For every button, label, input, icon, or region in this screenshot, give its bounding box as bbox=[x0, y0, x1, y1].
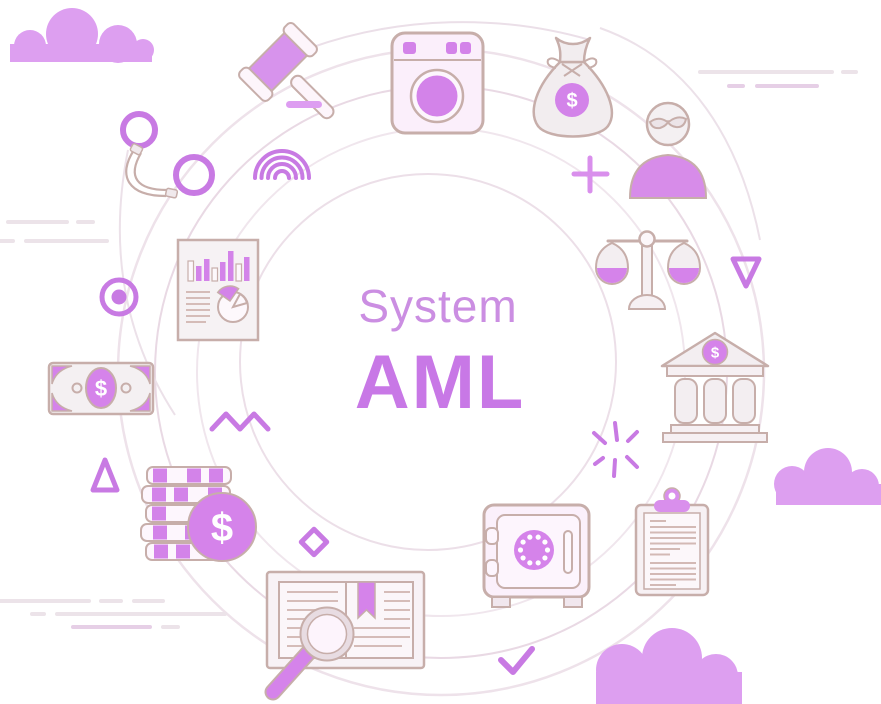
zigzag-icon bbox=[209, 411, 271, 432]
title-aml: AML bbox=[355, 340, 526, 425]
diamond-icon bbox=[298, 526, 330, 558]
bank-columns bbox=[674, 378, 756, 424]
coin-stack-icon: $ bbox=[140, 466, 257, 562]
clipboard-lines bbox=[650, 520, 696, 586]
cloud-icon-top-left bbox=[10, 8, 154, 63]
safe-dial-dots bbox=[517, 534, 551, 566]
triangle-down-icon bbox=[730, 256, 762, 289]
bar-chart bbox=[187, 251, 250, 282]
coin-dollar: $ bbox=[211, 506, 233, 550]
masked-person-icon bbox=[628, 101, 708, 199]
title-system: System bbox=[358, 280, 517, 332]
dollar-coin-icon: $ bbox=[187, 492, 257, 562]
cloud-icon-right bbox=[774, 448, 881, 505]
bank-dollar: $ bbox=[711, 345, 720, 362]
target-icon bbox=[99, 277, 139, 317]
bank-icon: $ bbox=[660, 331, 770, 443]
chart-document-icon bbox=[176, 238, 260, 342]
rainbow-arcs-icon bbox=[253, 149, 311, 180]
center-title: System AML bbox=[355, 280, 526, 425]
scale-pan-right bbox=[666, 241, 702, 285]
pie-chart bbox=[216, 285, 249, 323]
gavel-icon bbox=[238, 22, 335, 120]
scales-of-justice-icon bbox=[594, 230, 702, 310]
cloud-icon-bottom bbox=[596, 628, 742, 704]
money-bag-dollar: $ bbox=[566, 90, 577, 112]
money-bag-icon: $ bbox=[532, 36, 614, 138]
bookmark-ribbon bbox=[357, 581, 376, 620]
scale-pan-left bbox=[594, 241, 630, 285]
speed-lines bbox=[0, 70, 858, 629]
bill-dollar: $ bbox=[95, 376, 107, 401]
money-bill-icon: $ bbox=[47, 361, 155, 416]
clipboard-clip bbox=[654, 487, 690, 512]
handcuffs-icon bbox=[120, 111, 215, 199]
safe-icon bbox=[482, 503, 591, 608]
triangle-up-icon bbox=[90, 457, 120, 493]
eye-mask-icon bbox=[648, 116, 688, 130]
doc-text-lines bbox=[186, 291, 210, 323]
magnifier-icon bbox=[264, 606, 355, 701]
checkmark-icon bbox=[498, 646, 535, 675]
sparkle-icon bbox=[592, 421, 639, 478]
clipboard-icon bbox=[634, 487, 710, 597]
open-book-magnifier-icon bbox=[264, 570, 426, 701]
plus-icon bbox=[571, 155, 610, 194]
washing-machine-icon bbox=[390, 31, 485, 135]
